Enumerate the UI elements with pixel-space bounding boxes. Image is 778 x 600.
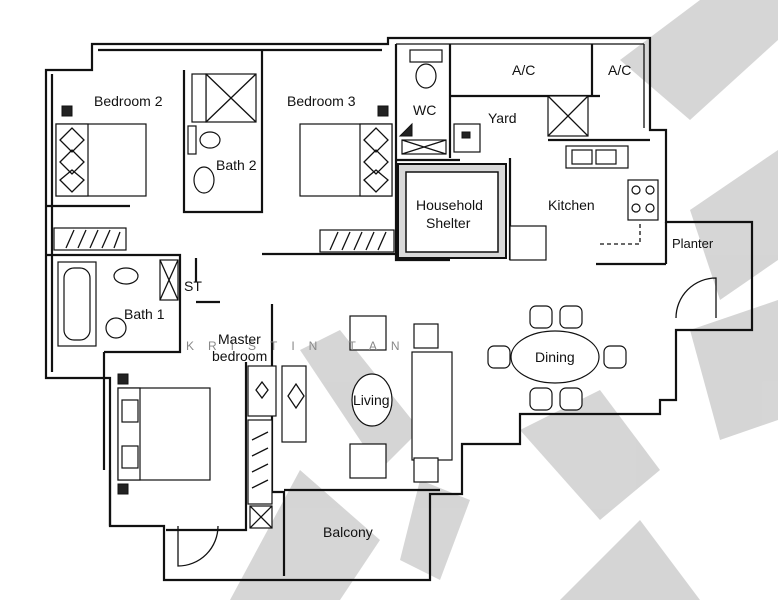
bedroom3-bed bbox=[299, 105, 393, 197]
master-bed bbox=[117, 373, 211, 495]
bedroom2-bed bbox=[55, 105, 147, 197]
label-master-1: Master bbox=[218, 331, 261, 347]
bath1-fixtures bbox=[57, 259, 179, 347]
bath2-fixtures bbox=[187, 73, 257, 194]
bedroom3-wardrobe bbox=[319, 229, 395, 253]
kitchen-fixtures bbox=[509, 145, 659, 261]
label-household-shelter-2: Shelter bbox=[426, 215, 471, 231]
label-kitchen: Kitchen bbox=[548, 197, 595, 213]
living-furniture bbox=[349, 315, 453, 483]
label-bedroom2: Bedroom 2 bbox=[94, 93, 163, 109]
dining-furniture bbox=[487, 305, 627, 411]
label-yard: Yard bbox=[488, 110, 517, 126]
household-shelter bbox=[397, 163, 507, 259]
outer-walls bbox=[44, 36, 754, 582]
label-bedroom3: Bedroom 3 bbox=[287, 93, 356, 109]
wc-fixtures bbox=[398, 49, 447, 155]
label-planter: Planter bbox=[672, 236, 714, 251]
doors bbox=[177, 277, 717, 567]
label-bath2: Bath 2 bbox=[216, 157, 257, 173]
label-st: ST bbox=[184, 278, 202, 294]
label-household-shelter-1: Household bbox=[416, 197, 483, 213]
label-balcony: Balcony bbox=[323, 524, 373, 540]
label-ac-2: A/C bbox=[608, 62, 631, 78]
master-wardrobe bbox=[247, 365, 307, 529]
watermark-text: KRISTIN TAN bbox=[186, 339, 414, 353]
label-bath1: Bath 1 bbox=[124, 306, 165, 322]
yard-fixtures bbox=[453, 95, 589, 153]
label-wc: WC bbox=[413, 102, 436, 118]
label-ac-1: A/C bbox=[512, 62, 535, 78]
watermark-logo bbox=[230, 0, 778, 600]
bedroom2-wardrobe bbox=[53, 227, 127, 251]
label-dining: Dining bbox=[535, 349, 575, 365]
label-living: Living bbox=[353, 392, 390, 408]
label-master-2: bedroom bbox=[212, 348, 267, 364]
